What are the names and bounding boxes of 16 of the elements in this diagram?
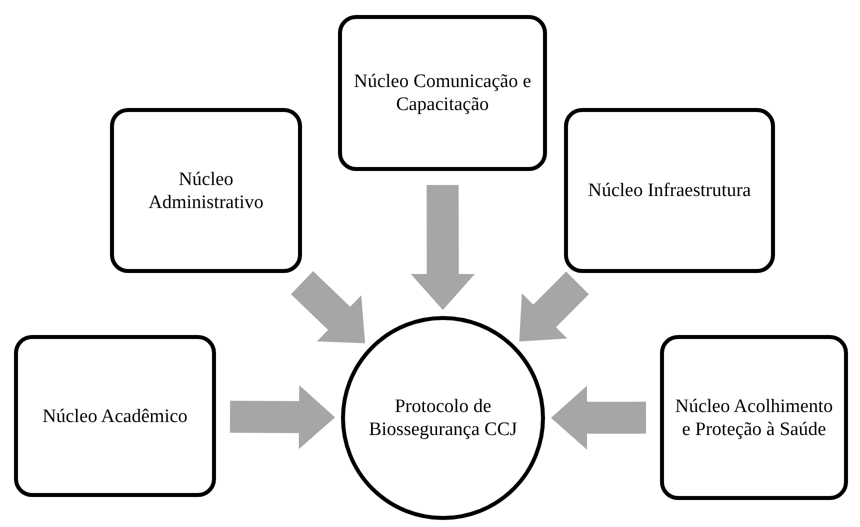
block-arrow <box>230 385 335 450</box>
node-label: Núcleo Comunicação e Capacitação <box>352 70 532 116</box>
node-label: Núcleo Acadêmico <box>42 404 188 428</box>
block-arrow <box>410 184 475 310</box>
rounded-box <box>110 108 302 273</box>
rounded-box <box>14 335 216 497</box>
rounded-box <box>660 335 848 500</box>
rounded-box <box>338 15 547 171</box>
block-arrow <box>290 271 366 344</box>
rounded-box <box>564 108 775 273</box>
block-arrow <box>519 272 589 342</box>
node-label: Núcleo Acolhimento e Proteção à Saúde <box>674 394 834 440</box>
node-label: Protocolo de Biossegurança CCJ <box>368 395 518 441</box>
block-arrow <box>551 386 646 450</box>
node-label: Núcleo Infraestrutura <box>588 179 751 202</box>
node-label: Núcleo Administrativo <box>147 168 265 214</box>
